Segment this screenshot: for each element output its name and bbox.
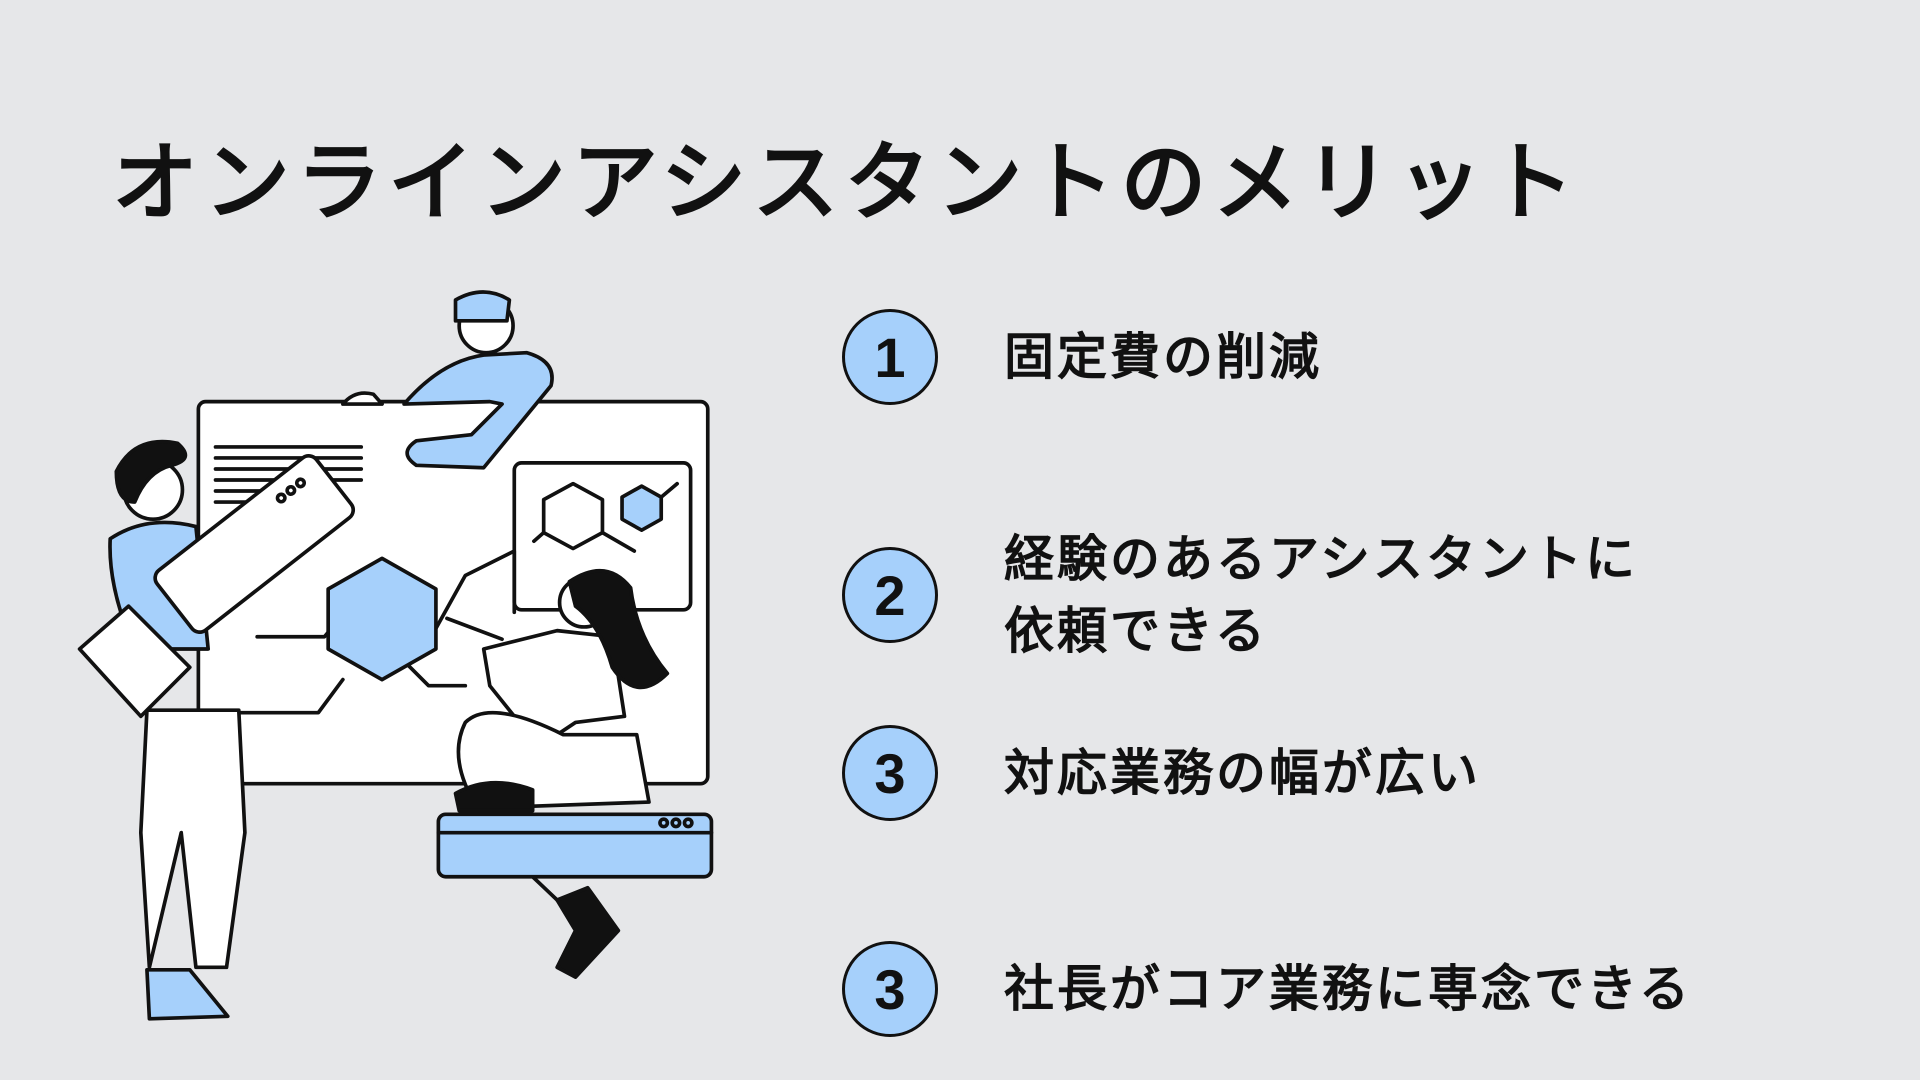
merit-line: 経験のあるアシスタントに — [1004, 530, 1638, 588]
page-title: オンラインアシスタントのメリット — [112, 133, 1581, 233]
merit-line: 対応業務の幅が広い — [1004, 744, 1481, 802]
merit-label: 固定費の削減 — [1004, 321, 1322, 393]
person-left — [77, 439, 356, 1021]
number-badge: 3 — [842, 725, 938, 821]
big-hexagon — [326, 556, 438, 682]
tablet — [153, 453, 356, 634]
hexagon-small-icon — [620, 484, 664, 533]
merit-label: 対応業務の幅が広い — [1004, 737, 1481, 809]
person-top — [341, 290, 554, 470]
hexagon-icon — [541, 481, 605, 551]
merit-item-2: 2 経験のあるアシスタントに依頼できる — [842, 523, 1638, 667]
number-badge: 2 — [842, 547, 938, 643]
person-right — [445, 568, 670, 979]
merit-label: 経験のあるアシスタントに依頼できる — [1004, 523, 1638, 667]
merit-item-4: 3 社長がコア業務に専念できる — [842, 941, 1692, 1037]
merit-line: 依頼できる — [1004, 602, 1268, 660]
merit-item-3: 3 対応業務の幅が広い — [842, 725, 1481, 821]
merit-line: 固定費の削減 — [1004, 328, 1322, 386]
number-badge: 3 — [842, 941, 938, 1037]
merit-label: 社長がコア業務に専念できる — [1004, 953, 1692, 1025]
platform — [436, 812, 714, 879]
number-badge: 1 — [842, 309, 938, 405]
merit-item-1: 1 固定費の削減 — [842, 309, 1322, 405]
merit-line: 社長がコア業務に専念できる — [1004, 960, 1692, 1018]
